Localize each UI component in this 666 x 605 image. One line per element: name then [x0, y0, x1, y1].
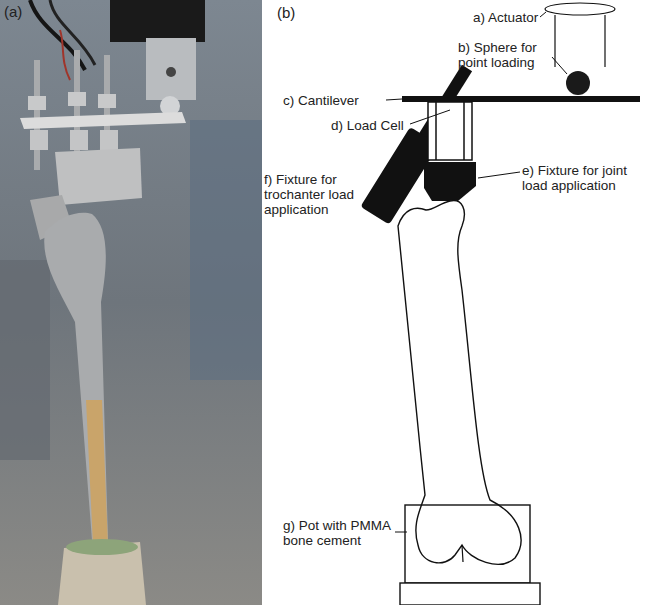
panel-label: (b) — [277, 5, 317, 20]
photo-background — [0, 0, 262, 605]
hex-nut — [98, 94, 116, 108]
panel-label: (a) — [4, 4, 44, 19]
cable — [50, 0, 95, 65]
actuator-symbol — [604, 15, 605, 67]
cantilever-symbol — [402, 96, 640, 102]
part-label: f) Fixture for trochanter load applicati… — [264, 172, 360, 217]
joint-fixture-symbol — [428, 102, 472, 160]
leader-line — [540, 12, 546, 17]
part-label: c) Cantilever — [283, 93, 393, 108]
femur-outline — [398, 201, 521, 565]
fixture-photo — [55, 148, 142, 205]
pot-symbol — [405, 505, 530, 583]
femur-outline — [462, 545, 463, 562]
leader-line — [395, 532, 407, 533]
part-label: b) Sphere for point loading — [458, 40, 558, 70]
hex-nut — [28, 96, 46, 110]
lab-background — [0, 260, 50, 460]
lab-background — [190, 120, 262, 380]
joint-fixture-symbol — [435, 102, 437, 160]
cable — [60, 30, 70, 80]
cement-photo — [66, 539, 138, 555]
actuator-hole — [166, 67, 176, 77]
leader-line — [478, 172, 520, 178]
threaded-rod — [34, 60, 40, 170]
leader-line — [386, 99, 402, 100]
leader-line — [552, 57, 567, 74]
femur-shaft-photo — [86, 400, 108, 545]
hex-nut — [30, 130, 48, 150]
joint-fixture-symbol — [463, 102, 465, 160]
sphere-symbol — [566, 71, 590, 95]
part-label: d) Load Cell — [331, 118, 421, 133]
hex-nut — [100, 130, 118, 150]
actuator-symbol — [545, 3, 615, 15]
part-label: e) Fixture for joint load application — [522, 163, 640, 193]
actuator-photo — [110, 0, 205, 42]
cantilever-plate-photo — [20, 112, 186, 129]
leader-line — [410, 110, 450, 124]
actuator-rod-photo — [146, 38, 196, 100]
pot-base — [400, 583, 540, 605]
part-label: a) Actuator — [473, 10, 553, 25]
joint-fixture-symbol — [424, 162, 476, 201]
part-label: g) Pot with PMMA bone cement — [283, 518, 395, 548]
hex-nut — [70, 130, 88, 150]
hex-nut — [68, 92, 86, 106]
